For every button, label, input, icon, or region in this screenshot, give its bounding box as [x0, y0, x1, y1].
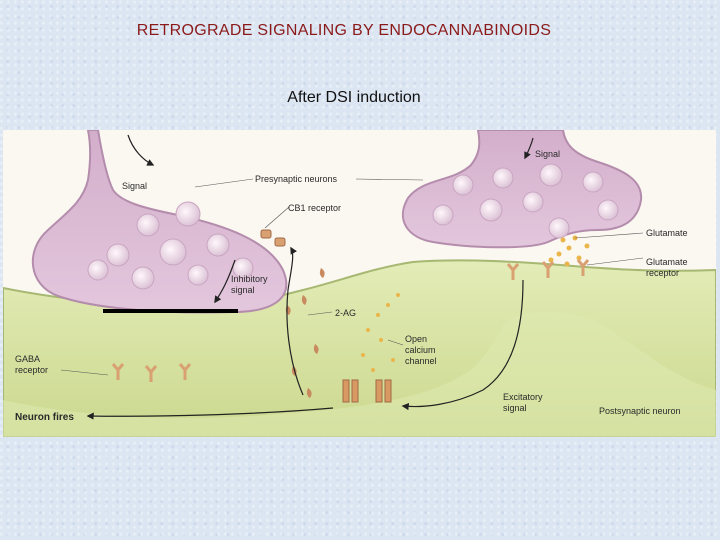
label-presynaptic-neurons: Presynaptic neurons — [255, 174, 338, 184]
label-gaba-receptor-1: GABA — [15, 354, 40, 364]
label-signal-left: Signal — [122, 181, 147, 191]
presynaptic-neuron-right — [402, 130, 643, 249]
label-inhibitory-signal-2: signal — [231, 285, 255, 295]
label-glutamate: Glutamate — [646, 228, 688, 238]
label-excitatory-signal-1: Excitatory — [503, 392, 543, 402]
slide-title: RETROGRADE SIGNALING BY ENDOCANNABINOIDS — [136, 22, 552, 39]
vesicles-left — [87, 201, 254, 290]
label-open-calcium-channel-3: channel — [405, 356, 437, 366]
vesicles-right — [432, 163, 619, 239]
cb1-receptors — [260, 229, 286, 247]
label-excitatory-signal-2: signal — [503, 403, 527, 413]
label-open-calcium-channel-1: Open — [405, 334, 427, 344]
calcium-ions — [361, 293, 400, 372]
label-inhibitory-signal-1: Inhibitory — [231, 274, 268, 284]
gaba-receptors — [111, 363, 192, 382]
signal-arrows — [86, 134, 534, 420]
slide-subtitle: After DSI induction — [287, 89, 421, 106]
label-gaba-receptor-2: receptor — [15, 365, 48, 375]
label-signal-right: Signal — [535, 149, 560, 159]
calcium-channels — [342, 379, 392, 403]
label-2-ag: 2-AG — [335, 308, 356, 318]
label-postsynaptic-neuron: Postsynaptic neuron — [599, 406, 681, 416]
scale-bar — [103, 309, 238, 313]
synapse-diagram: Signal Signal Presynaptic neurons CB1 re… — [3, 130, 716, 437]
glutamate-molecules — [548, 235, 590, 267]
label-cb1-receptor: CB1 receptor — [288, 203, 341, 213]
label-glutamate-receptor-2: receptor — [646, 268, 679, 278]
glutamate-receptors — [506, 259, 590, 280]
leader-lines — [60, 178, 644, 376]
label-neuron-fires: Neuron fires — [15, 412, 74, 423]
label-open-calcium-channel-2: calcium — [405, 345, 436, 355]
label-glutamate-receptor-1: Glutamate — [646, 257, 688, 267]
